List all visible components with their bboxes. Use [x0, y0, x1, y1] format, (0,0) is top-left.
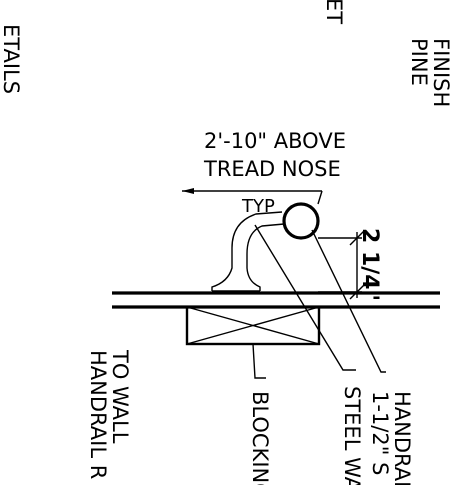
callout-handrail: 1-1/2" S HANDRAI	[368, 391, 414, 485]
wall-lines	[112, 291, 440, 309]
top-mid-fragment: ET	[322, 0, 346, 24]
callout-handrail-to-wall: HANDRAIL R TO WALL	[86, 349, 132, 479]
note-1-1-2: 1-1/2" S	[368, 391, 392, 475]
note-typ: TYP	[241, 196, 275, 217]
note-above-line-1: 2'-10" ABOVE	[204, 129, 346, 153]
top-left-fragment: ETAILS	[0, 24, 23, 94]
pine-finish-note: PINE FINISH	[407, 38, 453, 107]
leader-lines	[252, 224, 386, 379]
typ-leader: TYP	[182, 188, 323, 217]
note-finish: FINISH	[429, 38, 453, 107]
note-blocking: BLOCKING	[248, 391, 272, 485]
note-details-fragment: ETAILS	[0, 24, 23, 94]
note-pine: PINE	[407, 38, 431, 86]
note-handrail: HANDRAI	[390, 391, 414, 485]
handrail-bracket	[211, 211, 285, 292]
note-et-fragment: ET	[322, 0, 346, 24]
note-to-wall: TO WALL	[108, 349, 132, 444]
note-steel: STEEL WA	[340, 386, 364, 485]
note-handrail-r: HANDRAIL R	[86, 350, 110, 479]
blocking-member	[185, 305, 321, 346]
handrail-tube-icon	[282, 202, 320, 240]
dimension-2-1-4: 2 1/4"	[318, 228, 382, 301]
callout-blocking: BLOCKING	[248, 391, 272, 485]
dimension-text: 2 1/4"	[357, 228, 382, 301]
callout-steel: STEEL WA	[340, 386, 364, 485]
note-above-line-2: TREAD NOSE	[203, 157, 341, 181]
